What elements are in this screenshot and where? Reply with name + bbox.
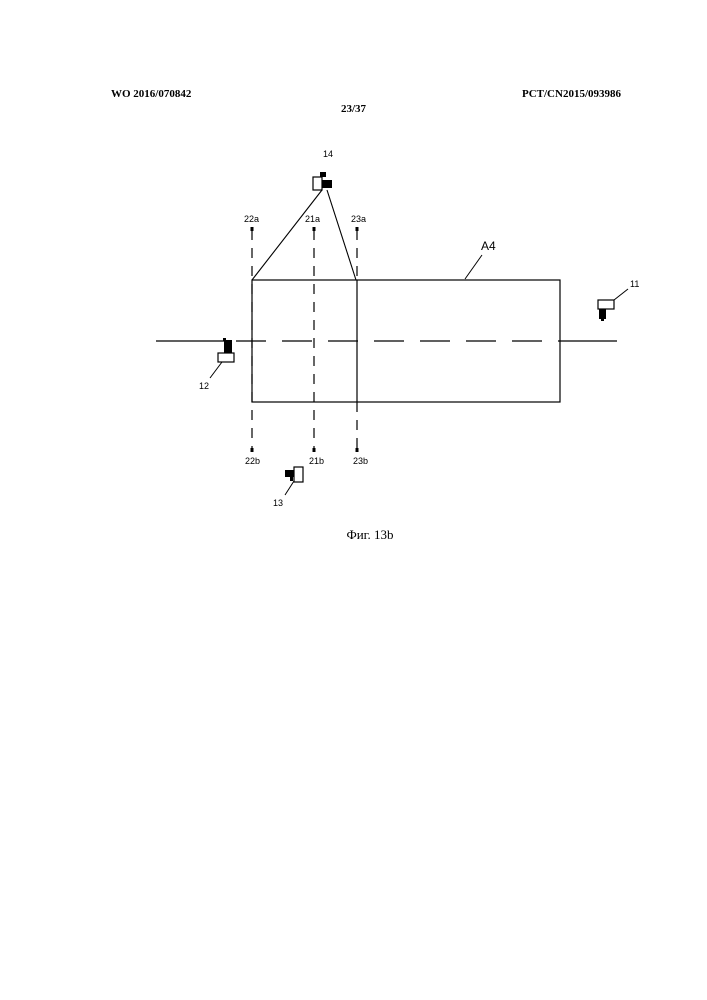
line-23b-label: 23b (353, 456, 368, 466)
camera-12-label: 12 (199, 381, 209, 391)
line-22a-label: 22a (244, 214, 259, 224)
camera-14-label: 14 (323, 149, 333, 159)
line-22b-label: 22b (245, 456, 260, 466)
line-23a-label: 23a (351, 214, 366, 224)
camera-11-leader (614, 289, 628, 300)
line-21a-label: 21a (305, 214, 320, 224)
camera-13-leader (285, 481, 294, 495)
camera-13-label: 13 (273, 498, 283, 508)
region-a4-label: A4 (481, 239, 496, 253)
camera-11-label: 11 (630, 279, 639, 289)
view-cone-right (327, 190, 356, 280)
view-cone-left (252, 190, 322, 280)
a4-leader-line (465, 255, 482, 279)
camera-11-icon (598, 300, 614, 321)
line-21b-label: 21b (309, 456, 324, 466)
camera-14-icon (313, 172, 332, 190)
camera-12-leader (210, 362, 222, 378)
figure-caption: Фиг. 13b (0, 527, 707, 543)
camera-13-icon (285, 467, 303, 482)
